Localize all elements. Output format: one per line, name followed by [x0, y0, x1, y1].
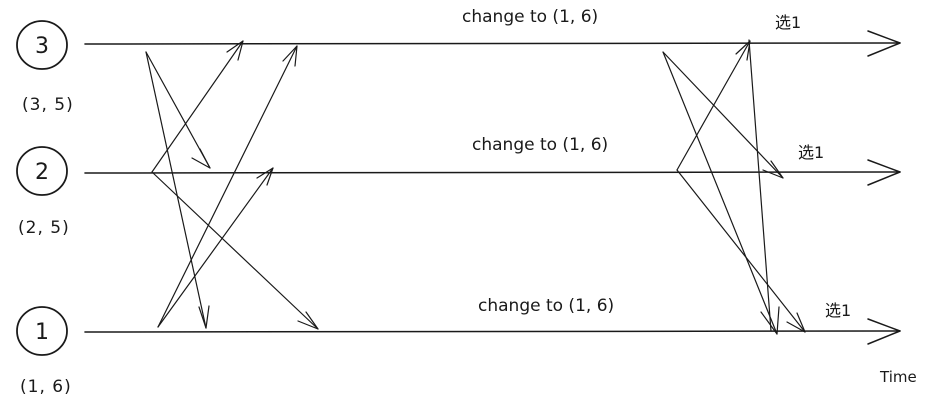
message-arrow [157, 45, 298, 328]
node-3-change-label: change to (1, 6) [462, 7, 598, 27]
message-arrow [662, 51, 778, 335]
message-arrow [145, 51, 207, 329]
message-arrow [151, 171, 319, 330]
message-arrows-phase-2 [662, 39, 806, 335]
node-2-state: (2, 5) [18, 218, 70, 238]
message-arrow [157, 167, 274, 328]
node-2-change-label: change to (1, 6) [472, 135, 608, 155]
message-arrow [676, 40, 751, 171]
timeline-2 [84, 159, 901, 186]
message-arrow [662, 51, 784, 179]
timeline-1 [84, 318, 901, 345]
node-2: 2 (2, 5) [16, 146, 70, 238]
node-3-circle [16, 20, 68, 70]
timeline-3 [84, 30, 901, 57]
node-2-pick-label: 选1 [798, 143, 824, 162]
node-1-state: (1, 6) [20, 377, 72, 397]
node-1-pick-label: 选1 [825, 301, 851, 320]
node-2-circle [16, 146, 68, 196]
node-1: 1 (1, 6) [16, 306, 72, 397]
message-arrows-phase-1 [145, 40, 319, 330]
node-1-label: 1 [35, 320, 49, 345]
node-2-label: 2 [35, 160, 49, 185]
node-3-pick-label: 选1 [775, 13, 801, 32]
node-3-label: 3 [35, 34, 49, 59]
time-axis-label: Time [879, 368, 917, 386]
message-arrow [145, 51, 211, 169]
node-1-circle [16, 306, 68, 356]
message-arrow [676, 169, 806, 333]
node-3-state: (3, 5) [22, 95, 74, 115]
node-1-change-label: change to (1, 6) [478, 296, 614, 316]
message-arrow [748, 39, 772, 332]
node-3: 3 (3, 5) [16, 20, 74, 115]
message-arrow [151, 40, 244, 173]
